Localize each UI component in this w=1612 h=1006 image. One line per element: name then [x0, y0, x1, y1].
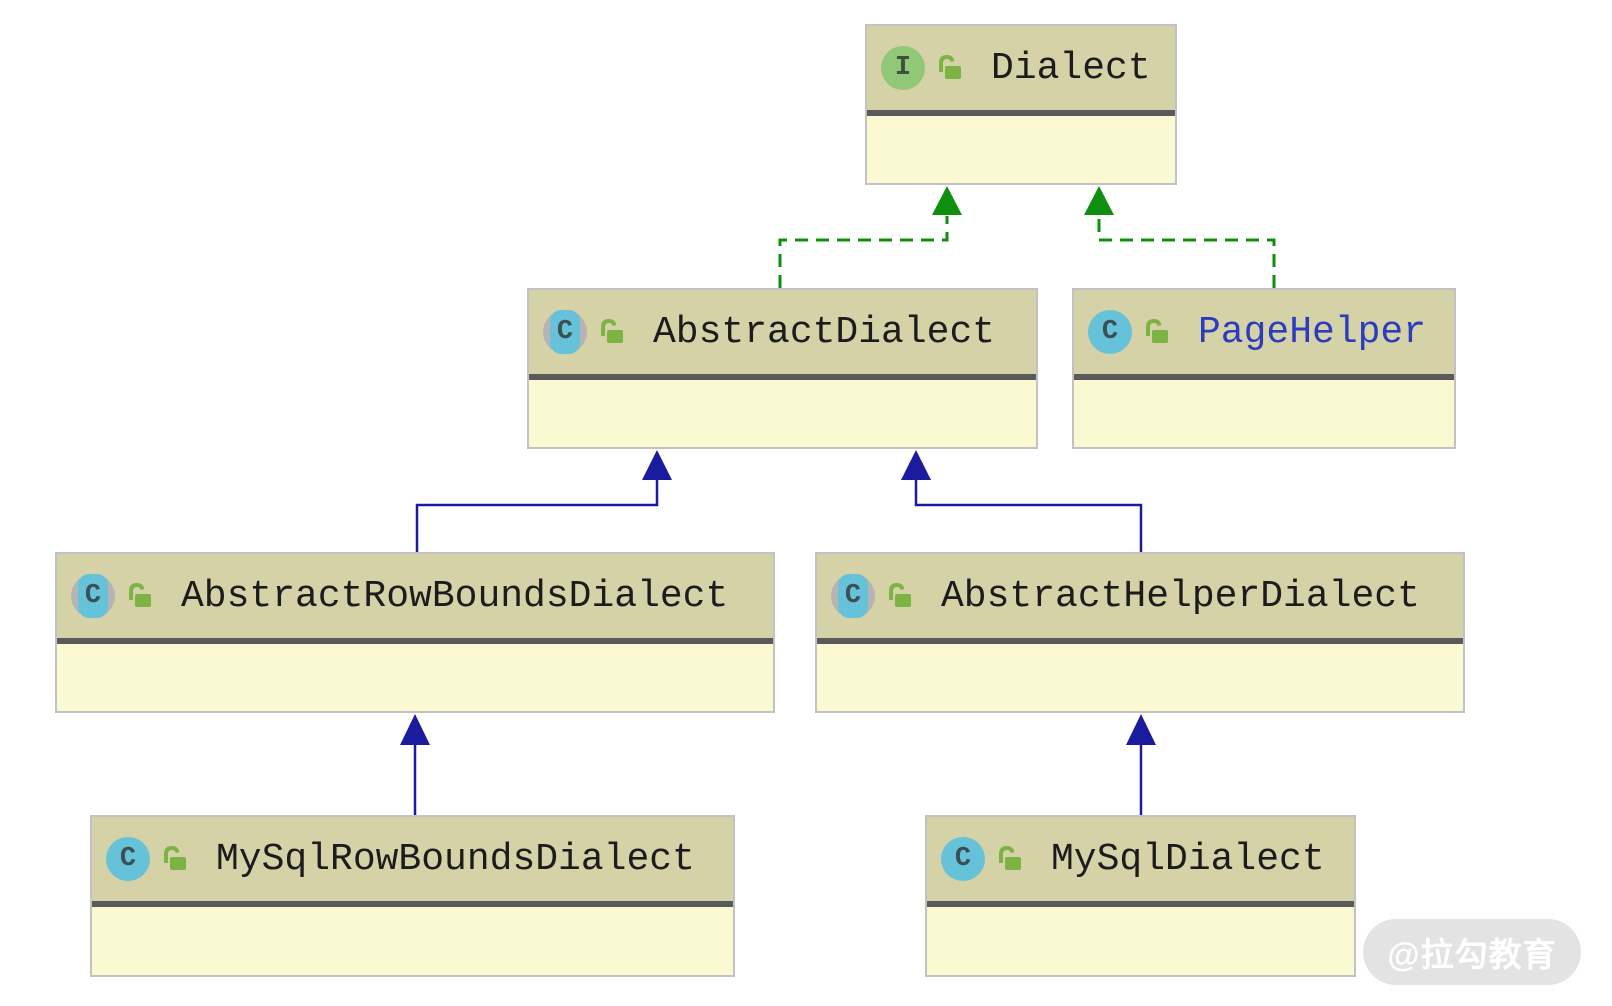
class-node-my-sql-row-bounds-dialect[interactable]: C MySqlRowBoundsDialect [90, 815, 735, 977]
class-name: AbstractDialect [653, 310, 996, 354]
inheritance-arrowhead-abstract-row-bounds [642, 450, 672, 480]
class-name: MySqlDialect [1051, 837, 1325, 881]
interface-icon: I [881, 46, 925, 90]
class-node-abstract-helper-dialect[interactable]: C AbstractHelperDialect [815, 552, 1465, 713]
class-node-abstract-dialect[interactable]: C AbstractDialect [527, 288, 1038, 449]
unlocked-icon [125, 581, 155, 611]
node-header: C PageHelper [1074, 290, 1454, 374]
unlocked-icon [597, 317, 627, 347]
class-icon-letter: C [1101, 317, 1119, 347]
interface-icon-letter: I [894, 53, 912, 83]
abstract-class-icon: C [71, 574, 115, 618]
class-icon-letter: C [84, 581, 102, 611]
unlocked-icon [995, 844, 1025, 874]
class-icon: C [106, 837, 150, 881]
node-separator [927, 901, 1354, 907]
class-icon-letter: C [954, 844, 972, 874]
class-node-dialect[interactable]: I Dialect [865, 24, 1177, 185]
inheritance-arrowhead-my-sql-dialect [1126, 714, 1156, 745]
abstract-icon-pill [550, 310, 580, 354]
members-section [817, 644, 1463, 711]
unlocked-icon [160, 844, 190, 874]
node-separator [57, 638, 773, 644]
class-icon: C [941, 837, 985, 881]
node-header: C MySqlRowBoundsDialect [92, 817, 733, 901]
node-separator [529, 374, 1036, 380]
members-section [57, 644, 773, 711]
unlocked-icon [1142, 317, 1172, 347]
class-node-abstract-row-bounds-dialect[interactable]: C AbstractRowBoundsDialect [55, 552, 775, 713]
class-icon-circle [941, 837, 985, 881]
class-name: Dialect [991, 46, 1151, 90]
abstract-icon-pill [838, 574, 868, 618]
members-section [92, 907, 733, 974]
realization-arrowhead-page-helper [1084, 186, 1114, 215]
node-header: C MySqlDialect [927, 817, 1354, 901]
class-icon-letter: C [844, 581, 862, 611]
watermark-badge: @拉勾教育 [1363, 919, 1581, 985]
class-node-my-sql-dialect[interactable]: C MySqlDialect [925, 815, 1356, 977]
unlocked-icon [935, 53, 965, 83]
node-separator [867, 110, 1175, 116]
class-icon-letter: C [119, 844, 137, 874]
class-name: AbstractHelperDialect [941, 574, 1420, 618]
members-section [1074, 380, 1454, 447]
members-section [927, 907, 1354, 974]
class-name: MySqlRowBoundsDialect [216, 837, 695, 881]
watermark-text: @拉勾教育 [1387, 936, 1557, 973]
realization-edge-abstract-dialect-to-dialect [778, 216, 949, 288]
class-name: PageHelper [1198, 310, 1427, 354]
class-name: AbstractRowBoundsDialect [181, 574, 729, 618]
abstract-icon-pill [78, 574, 108, 618]
class-icon: C [1088, 310, 1132, 354]
interface-icon-circle [881, 46, 925, 90]
realization-edge-page-helper-to-dialect [1097, 216, 1276, 288]
realization-arrowhead-abstract-dialect [932, 186, 962, 215]
class-icon-letter: C [556, 317, 574, 347]
inheritance-arrowhead-abstract-helper [901, 450, 931, 480]
members-section [867, 116, 1175, 183]
members-section [529, 380, 1036, 447]
node-header: C AbstractDialect [529, 290, 1036, 374]
node-separator [92, 901, 733, 907]
inheritance-edge-abstract-row-bounds-to-abstract-dialect [415, 480, 659, 552]
unlocked-icon [885, 581, 915, 611]
class-icon-circle [106, 837, 150, 881]
inheritance-edge-abstract-helper-to-abstract-dialect [914, 480, 1143, 552]
node-header: I Dialect [867, 26, 1175, 110]
abstract-class-icon: C [831, 574, 875, 618]
node-separator [1074, 374, 1454, 380]
node-header: C AbstractRowBoundsDialect [57, 554, 773, 638]
node-header: C AbstractHelperDialect [817, 554, 1463, 638]
node-separator [817, 638, 1463, 644]
class-icon-circle [1088, 310, 1132, 354]
inheritance-arrowhead-my-sql-row-bounds [400, 714, 430, 745]
abstract-class-icon: C [543, 310, 587, 354]
class-node-page-helper[interactable]: C PageHelper [1072, 288, 1456, 449]
